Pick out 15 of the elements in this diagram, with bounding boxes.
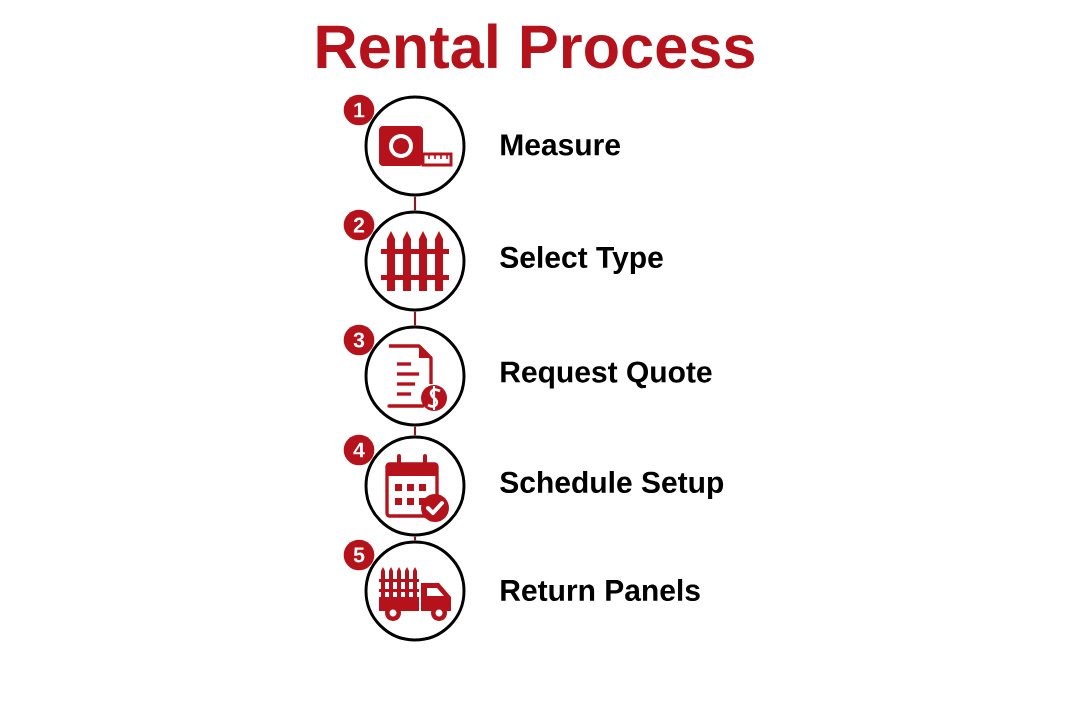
connector-line: [413, 536, 417, 541]
step-label: Select Type: [500, 246, 663, 274]
step-label: Measure: [501, 134, 620, 156]
step-number-badge: 1: [343, 94, 375, 126]
title: Rental Process: [317, 23, 754, 69]
step-label: Request Quote: [501, 361, 712, 389]
connector-line: [413, 311, 417, 326]
connector-line: [413, 196, 417, 211]
step-number-badge: 2: [343, 209, 375, 241]
step-label: Return Panels: [501, 579, 700, 601]
step-number-badge: 4: [343, 434, 375, 466]
step-number-badge: 3: [343, 324, 375, 356]
step-number-badge: 5: [343, 539, 375, 571]
step-label: Schedule Setup: [500, 471, 724, 499]
connector-line: [413, 426, 417, 436]
